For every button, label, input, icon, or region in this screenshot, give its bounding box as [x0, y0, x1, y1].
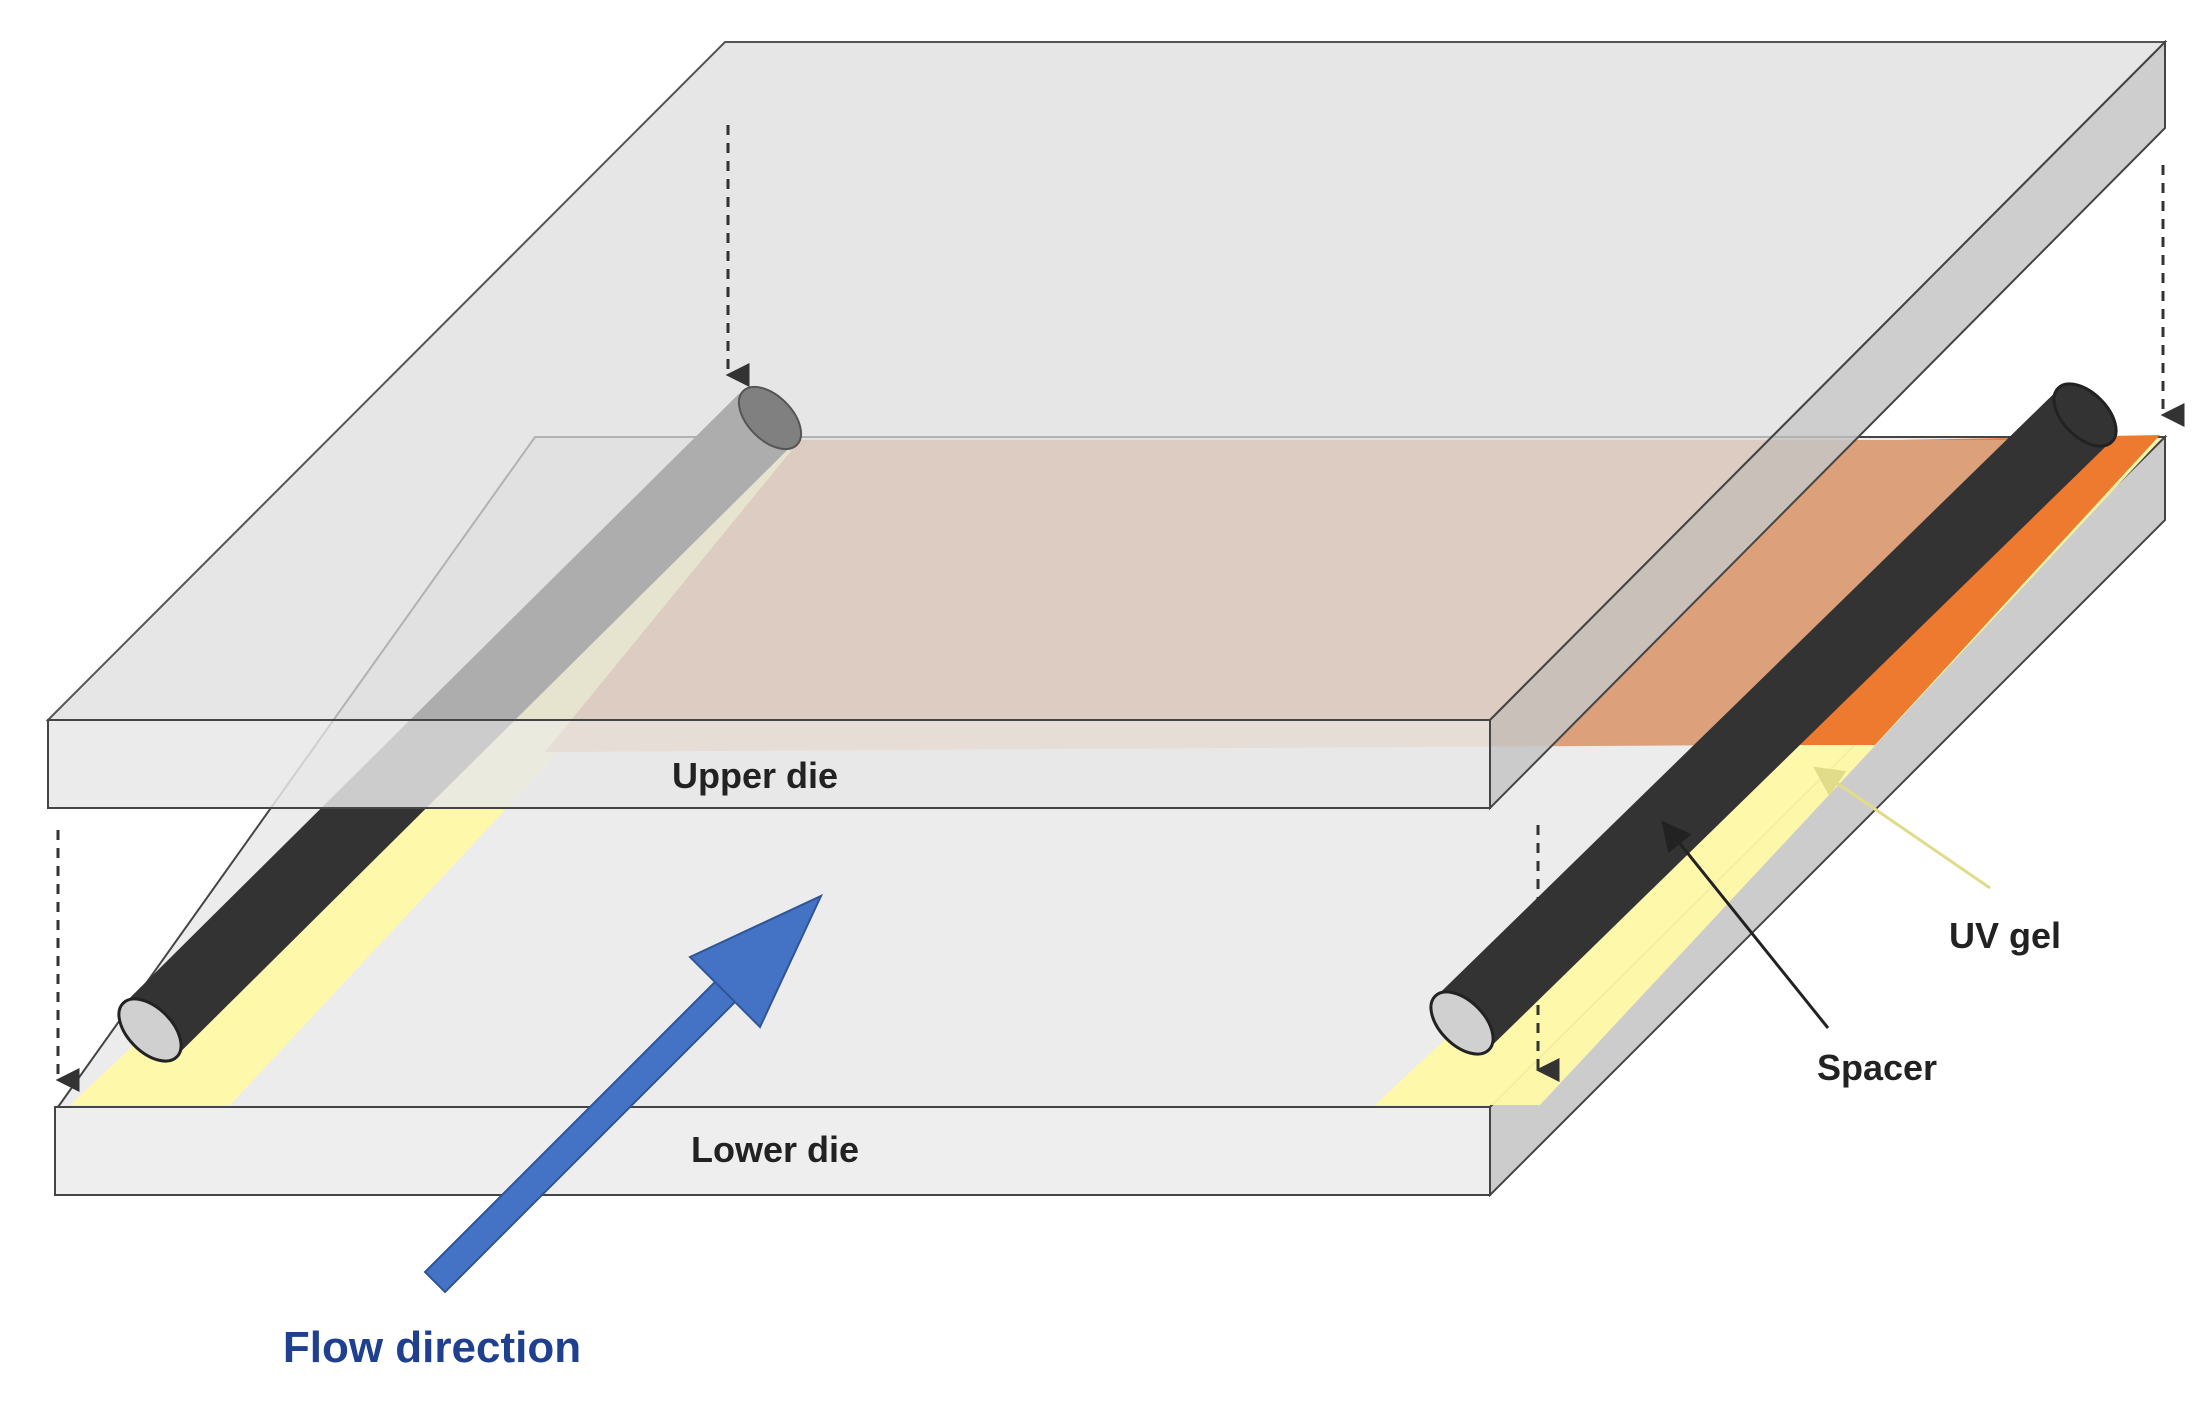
alignment-arrows: [55, 125, 2185, 1092]
lower-die-label: Lower die: [691, 1129, 859, 1170]
flow-direction-label: Flow direction: [283, 1323, 581, 1372]
spacer-left-top-end: [737, 385, 803, 451]
upper-die: [45, 39, 2168, 811]
spacer-leader-line: [1661, 820, 1830, 1029]
spacer-right: [1429, 382, 2118, 1056]
upper-die-side-face: [1489, 39, 2166, 811]
uv-gel-leader-line: [1813, 766, 1991, 890]
uv-gel-label: UV gel: [1949, 915, 2061, 956]
flow-arrow: [423, 893, 824, 1294]
upper-die-label: Upper die: [672, 755, 838, 796]
spacer-label: Spacer: [1817, 1047, 1937, 1088]
